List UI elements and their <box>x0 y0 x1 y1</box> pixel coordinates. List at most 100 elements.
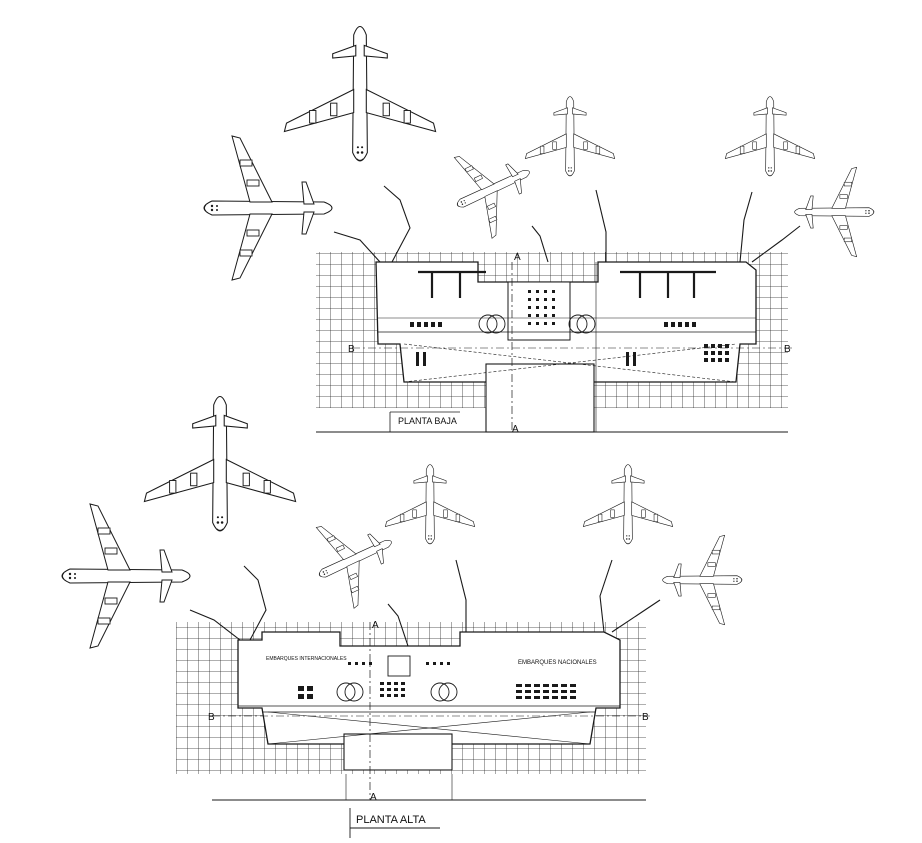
seat-mark <box>416 352 419 366</box>
seat-mark <box>725 344 729 348</box>
lower-plan-title: PLANTA ALTA <box>356 814 426 826</box>
lower-plan: PLANTA ALTA A A B B EMBARQUES INTERNACIO… <box>176 559 661 838</box>
seat-mark <box>711 351 715 355</box>
seat-mark <box>355 662 358 665</box>
seat-mark <box>516 684 522 687</box>
seat-mark <box>410 322 414 327</box>
seat-mark <box>298 686 304 691</box>
seat-mark <box>516 690 522 693</box>
seat-mark <box>536 298 539 301</box>
seat-mark <box>544 306 547 309</box>
seat-mark <box>552 322 555 325</box>
airplane-icon <box>794 167 875 257</box>
seat-mark <box>692 322 696 327</box>
seat-mark <box>536 314 539 317</box>
seat-mark <box>561 690 567 693</box>
seat-mark <box>544 314 547 317</box>
seat-mark <box>718 351 722 355</box>
lower-section-b-left: B <box>208 712 215 723</box>
seat-mark <box>704 358 708 362</box>
seat-mark <box>447 662 450 665</box>
seat-mark <box>426 662 429 665</box>
seat-mark <box>417 322 421 327</box>
upper-plan: PLANTA BAJA A A B B <box>316 185 801 435</box>
seat-mark <box>387 682 391 685</box>
seat-mark <box>380 682 384 685</box>
seat-mark <box>534 696 540 699</box>
seat-mark <box>685 322 689 327</box>
upper-landside-block <box>485 363 595 433</box>
seat-mark <box>671 322 675 327</box>
lower-terminal-building <box>237 631 621 745</box>
upper-section-a-bottom: A <box>512 424 519 435</box>
seat-mark <box>711 358 715 362</box>
seat-mark <box>528 290 531 293</box>
seat-mark <box>433 662 436 665</box>
seat-mark <box>704 344 708 348</box>
seat-mark <box>525 696 531 699</box>
lower-section-b-right: B <box>642 712 649 723</box>
seat-mark <box>424 322 428 327</box>
seat-mark <box>394 682 398 685</box>
seat-mark <box>534 684 540 687</box>
airplane-icon <box>61 503 191 649</box>
seat-mark <box>718 358 722 362</box>
airplane-icon <box>203 135 333 281</box>
seat-mark <box>633 352 636 366</box>
seat-mark <box>678 322 682 327</box>
airplane-icon <box>438 130 549 246</box>
seat-mark <box>380 694 384 697</box>
upper-section-b-left: B <box>348 344 355 355</box>
seat-mark <box>552 298 555 301</box>
airplane-icon <box>583 464 673 545</box>
seat-mark <box>438 322 442 327</box>
seat-mark <box>536 306 539 309</box>
seat-mark <box>369 662 372 665</box>
seat-mark <box>570 684 576 687</box>
airplane-icon <box>143 395 297 532</box>
seat-mark <box>718 344 722 348</box>
seat-mark <box>387 688 391 691</box>
seat-mark <box>543 690 549 693</box>
seat-mark <box>725 351 729 355</box>
lower-section-a-bottom: A <box>370 792 377 803</box>
upper-plan-title: PLANTA BAJA <box>398 416 457 426</box>
seat-mark <box>528 322 531 325</box>
seat-mark <box>516 696 522 699</box>
seat-mark <box>525 684 531 687</box>
lower-section-a-top: A <box>372 620 379 631</box>
seat-mark <box>401 694 405 697</box>
seat-mark <box>552 314 555 317</box>
seat-mark <box>401 682 405 685</box>
airplane-icon <box>385 464 475 545</box>
seat-mark <box>704 351 708 355</box>
seat-mark <box>544 322 547 325</box>
airplane-icon <box>725 96 815 177</box>
seat-mark <box>536 290 539 293</box>
seat-mark <box>525 690 531 693</box>
seat-mark <box>394 694 398 697</box>
seat-mark <box>423 352 426 366</box>
seat-mark <box>440 662 443 665</box>
seat-mark <box>307 694 313 699</box>
seat-mark <box>561 696 567 699</box>
seat-mark <box>380 688 384 691</box>
seat-mark <box>544 290 547 293</box>
seat-mark <box>552 684 558 687</box>
seat-mark <box>307 686 313 691</box>
airplane-icon <box>283 25 437 162</box>
upper-section-b-right: B <box>784 344 791 355</box>
seat-mark <box>725 358 729 362</box>
airplane-icon <box>662 535 743 625</box>
seat-mark <box>543 696 549 699</box>
seat-mark <box>394 688 398 691</box>
airplane-icon <box>525 96 615 177</box>
seat-mark <box>536 322 539 325</box>
seat-mark <box>431 322 435 327</box>
lower-landside-block <box>343 733 453 771</box>
upper-section-a-top: A <box>514 252 521 263</box>
seat-mark <box>561 684 567 687</box>
seat-mark <box>534 690 540 693</box>
seat-mark <box>387 694 391 697</box>
